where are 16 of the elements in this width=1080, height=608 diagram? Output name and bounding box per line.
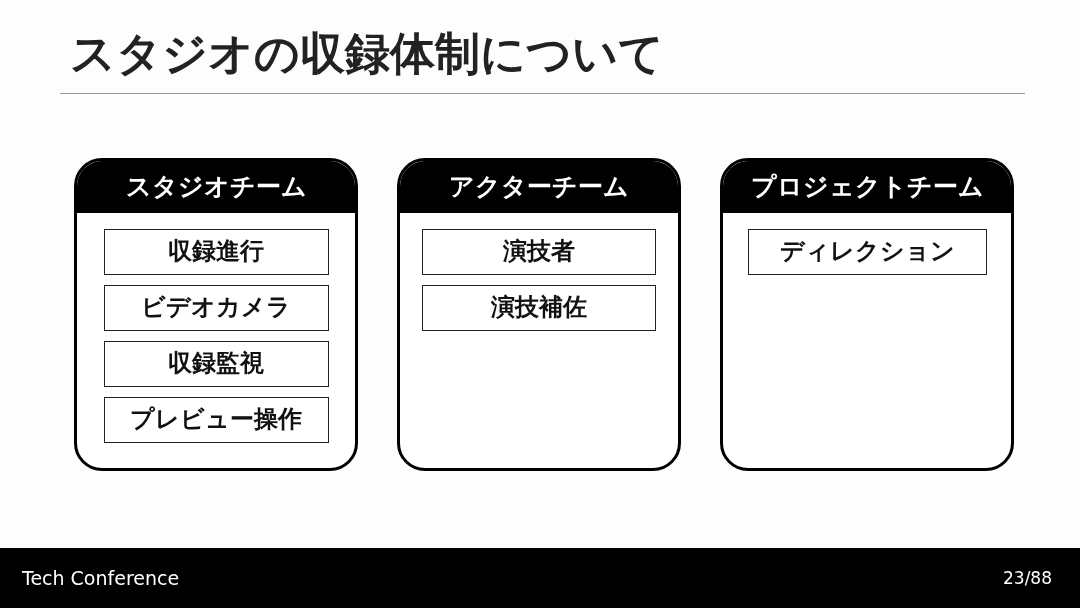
panel-header: アクターチーム	[400, 161, 678, 213]
panel-header: スタジオチーム	[77, 161, 355, 213]
team-panel	[74, 158, 358, 471]
role-box: 演技者	[422, 229, 656, 275]
role-box: 収録進行	[103, 229, 329, 275]
page-number: 23/88	[1003, 567, 1052, 589]
event-name: Tech Conference	[22, 567, 180, 589]
panel-header: プロジェクトチーム	[723, 161, 1011, 213]
team-panel	[720, 158, 1014, 471]
slide-title: スタジオの収録体制について	[70, 26, 664, 82]
role-box: 演技補佐	[422, 285, 656, 331]
team-panel	[397, 158, 681, 471]
role-box: ディレクション	[747, 229, 987, 275]
role-box: プレビュー操作	[103, 397, 329, 443]
role-box: ビデオカメラ	[103, 285, 329, 331]
role-box: 収録監視	[103, 341, 329, 387]
